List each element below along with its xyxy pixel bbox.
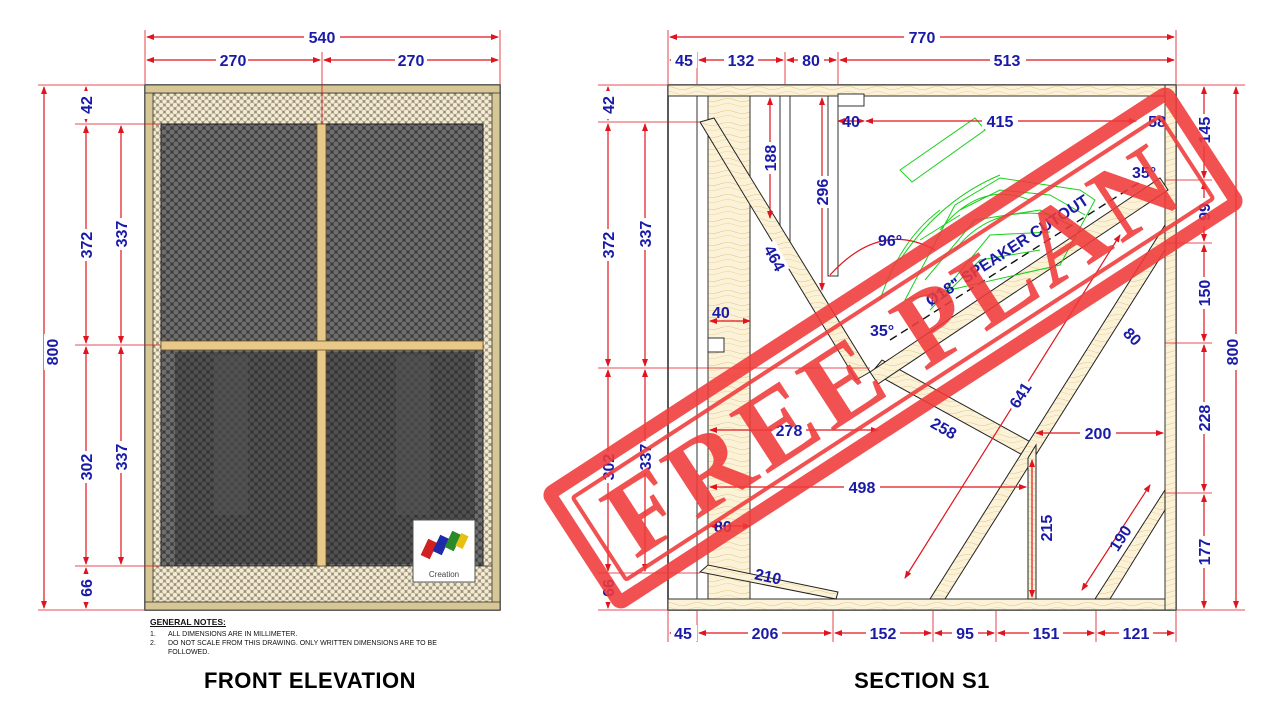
dim-interior-278: 278: [776, 423, 803, 440]
note-item: 1. ALL DIMENSIONS ARE IN MILLIMETER.: [150, 630, 450, 639]
dim-section-bottom-d: 95: [956, 626, 974, 643]
front-elevation-title: FRONT ELEVATION: [204, 668, 416, 693]
section-s1-title: SECTION S1: [854, 668, 990, 693]
dim-section-left-upper: 372: [601, 232, 618, 259]
dim-section-top-b: 132: [728, 53, 755, 70]
dim-section-right-d: 228: [1197, 405, 1214, 432]
dim-front-right-width: 270: [398, 53, 425, 70]
dim-section-overall-width: 770: [909, 30, 936, 47]
dim-section-top-a: 45: [675, 53, 693, 70]
note-number: 2.: [150, 640, 156, 647]
front-elevation: Creation 540 270 270 800 42 372 302 66 3…: [38, 29, 501, 693]
note-item: 2. DO NOT SCALE FROM THIS DRAWING. ONLY W…: [150, 639, 450, 657]
dim-front-lower: 302: [79, 454, 96, 481]
dim-section-inner-upper: 337: [638, 221, 655, 248]
dim-interior-40-mid: 40: [712, 305, 730, 322]
angle-96: 96°: [878, 233, 902, 250]
dim-front-top-band: 42: [79, 96, 96, 114]
note-text: DO NOT SCALE FROM THIS DRAWING. ONLY WRI…: [168, 640, 437, 656]
angle-35-b: 35°: [1132, 165, 1156, 182]
dim-section-top-c: 80: [802, 53, 820, 70]
dim-section-bottom-c: 152: [870, 626, 897, 643]
dim-interior-415: 415: [987, 114, 1014, 131]
horizontal-brace: [160, 340, 484, 351]
dim-front-overall-width: 540: [309, 30, 336, 47]
dim-section-bottom-b: 206: [752, 626, 779, 643]
dim-interior-215: 215: [1039, 515, 1056, 542]
angle-35-a: 35°: [870, 323, 894, 340]
dim-interior-200: 200: [1085, 426, 1112, 443]
dim-section-right-e: 177: [1197, 539, 1214, 566]
dim-front-overall-height: 800: [45, 339, 62, 366]
dim-interior-498: 498: [849, 480, 876, 497]
dim-section-bottom-a: 45: [674, 626, 692, 643]
dim-section-overall-height: 800: [1225, 339, 1242, 366]
dim-section-left-top: 42: [601, 96, 618, 114]
dim-interior-210: 210: [753, 566, 783, 588]
dim-section-right-c: 150: [1197, 280, 1214, 307]
logo-text: Creation: [429, 570, 459, 579]
dim-front-left-width: 270: [220, 53, 247, 70]
dim-front-inner-lower: 337: [114, 444, 131, 471]
dim-interior-296: 296: [815, 179, 832, 206]
note-text: ALL DIMENSIONS ARE IN MILLIMETER.: [168, 631, 298, 638]
section-s1: 770 45 132 80 513 45 206 152 95 151 121: [598, 29, 1245, 693]
dim-interior-40-top: 40: [842, 114, 860, 131]
note-number: 1.: [150, 631, 156, 638]
dim-section-top-d: 513: [994, 53, 1021, 70]
dim-section-bottom-f: 121: [1123, 626, 1150, 643]
dim-front-inner-upper: 337: [114, 221, 131, 248]
logo: Creation: [412, 519, 476, 583]
dim-section-bottom-e: 151: [1033, 626, 1060, 643]
dim-interior-188: 188: [763, 145, 780, 172]
notes-heading: GENERAL NOTES:: [150, 617, 226, 627]
dim-front-upper: 372: [79, 232, 96, 259]
dim-front-bottom-band: 66: [79, 579, 96, 597]
general-notes: GENERAL NOTES: 1. ALL DIMENSIONS ARE IN M…: [150, 618, 450, 657]
